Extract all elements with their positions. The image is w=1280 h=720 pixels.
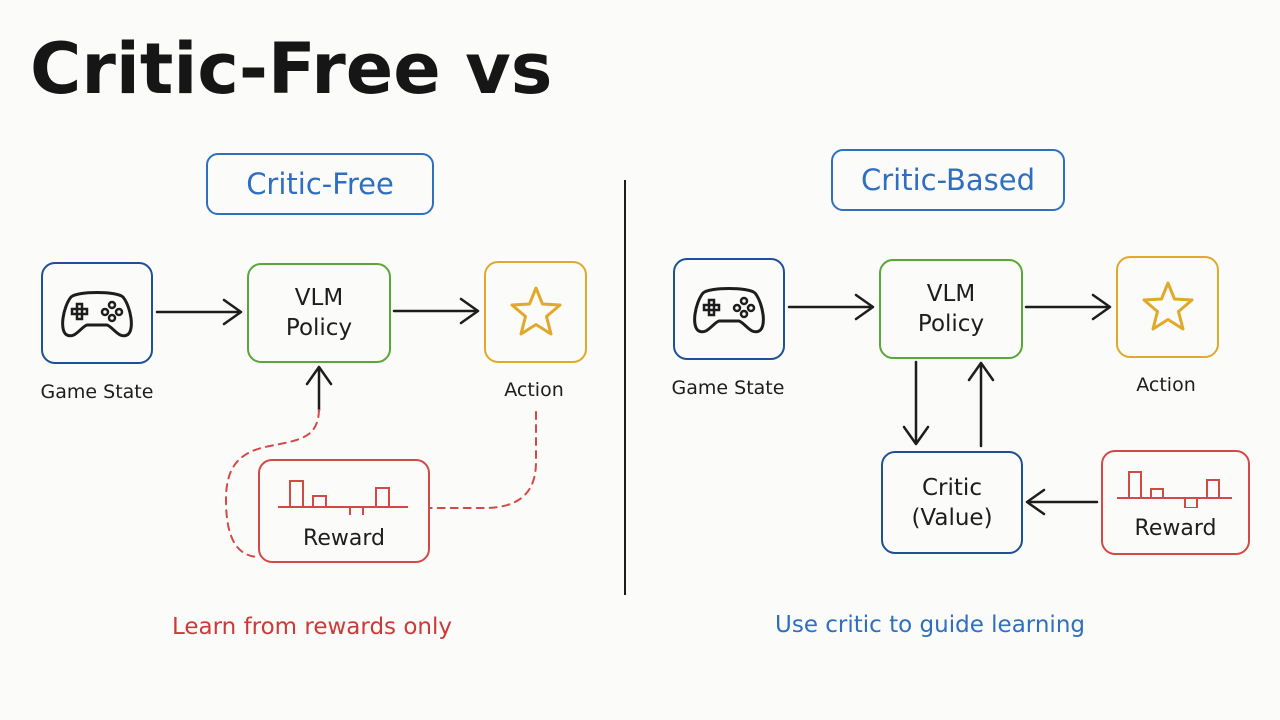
right-policy-box: VLM Policy (879, 259, 1023, 359)
critic-free-heading-label: Critic-Free (246, 167, 394, 201)
left-action-box (484, 261, 587, 363)
gamepad-icon (61, 291, 133, 338)
right-action-caption: Action (1136, 374, 1196, 396)
arrow-right-policy-to-action (1024, 293, 1112, 321)
right-critic-label: Critic (Value) (911, 474, 993, 531)
right-policy-label: VLM Policy (917, 281, 985, 337)
center-divider (624, 180, 626, 595)
left-policy-label: VLM Policy (285, 285, 353, 341)
page-title: Critic-Free vs (30, 28, 553, 110)
left-action-caption: Action (504, 379, 564, 401)
right-reward-box: Reward (1101, 450, 1250, 555)
right-footer: Use critic to guide learning (775, 612, 1085, 638)
right-game-state-box (673, 258, 785, 360)
right-critic-box: Critic (Value) (881, 451, 1023, 554)
reward-bars-icon (1117, 471, 1232, 508)
arrow-right-critic-to-policy (967, 361, 995, 448)
star-icon (510, 286, 561, 336)
left-reward-box: Reward (258, 459, 430, 563)
arrow-left-policy-to-action (392, 297, 480, 325)
arrow-left-gamestate-to-policy (155, 298, 243, 326)
right-game-state-caption: Game State (671, 377, 785, 399)
left-reward-label: Reward (303, 526, 385, 551)
critic-based-heading: Critic-Based (831, 149, 1065, 211)
gamepad-icon (693, 287, 765, 334)
arrow-right-policy-to-critic (902, 360, 930, 446)
right-reward-label: Reward (1134, 516, 1217, 541)
arrow-right-gamestate-to-policy (787, 293, 875, 321)
star-icon (1142, 281, 1193, 331)
critic-based-heading-label: Critic-Based (860, 163, 1036, 197)
critic-free-heading: Critic-Free (206, 153, 434, 215)
arrow-left-reward-to-policy (305, 365, 333, 412)
left-policy-box: VLM Policy (247, 263, 391, 363)
left-game-state-box (41, 262, 153, 364)
dashed-loop-reward-to-policy (224, 409, 320, 558)
arrow-right-reward-to-critic (1025, 488, 1099, 516)
left-game-state-caption: Game State (40, 381, 154, 403)
reward-bars-icon (278, 480, 408, 515)
right-action-box (1116, 256, 1219, 358)
dashed-loop-action-to-reward (429, 411, 537, 509)
left-footer: Learn from rewards only (171, 614, 453, 640)
